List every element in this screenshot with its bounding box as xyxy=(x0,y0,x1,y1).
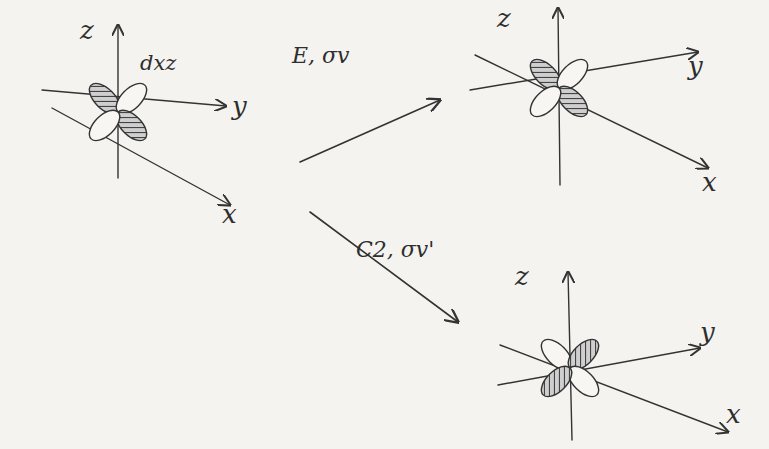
axis-label: y xyxy=(232,92,247,121)
operation-arrow xyxy=(310,212,458,322)
x-axis xyxy=(500,345,728,432)
axis-label: z xyxy=(515,262,529,291)
axis-label: x xyxy=(702,168,717,197)
operation-label: E, σv xyxy=(292,44,350,68)
operation-arrow xyxy=(300,100,440,162)
orbital-lobe xyxy=(84,105,125,146)
axis-label: x xyxy=(222,200,237,229)
x-axis xyxy=(475,55,708,168)
axis-label: x xyxy=(726,400,741,429)
dxz-orbital xyxy=(536,334,604,402)
dxz-orbital xyxy=(525,54,593,122)
orbital-label: dxz xyxy=(140,52,176,75)
axis-label: y xyxy=(700,318,715,347)
dxz-orbital xyxy=(84,78,152,146)
operation-label: C2, σv' xyxy=(356,238,434,262)
axis-label: z xyxy=(80,16,94,45)
orbital-lobe xyxy=(525,81,566,122)
orbital-lobe xyxy=(536,361,577,402)
y-axis xyxy=(498,348,700,385)
axis-label: y xyxy=(688,52,703,81)
axis-label: z xyxy=(497,4,511,33)
